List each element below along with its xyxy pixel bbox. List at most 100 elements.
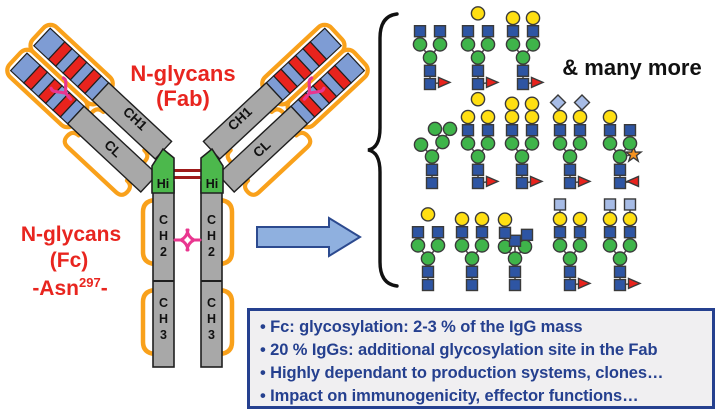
glycan-structure-6: [504, 96, 544, 190]
svg-text:N-glycans: N-glycans: [21, 223, 121, 246]
right-arrow-icon: [256, 216, 362, 258]
monosaccharide-icon: [471, 163, 485, 177]
monosaccharide-icon: [623, 123, 637, 137]
monosaccharide-icon: [471, 77, 485, 91]
monosaccharide-icon: [422, 50, 438, 65]
fucose-triangle-icon: [577, 277, 592, 290]
monosaccharide-icon: [455, 225, 469, 239]
monosaccharide-icon: [553, 225, 567, 239]
monosaccharide-icon: [480, 37, 496, 52]
ch3-label: C: [207, 296, 216, 310]
monosaccharide-icon: [526, 25, 540, 38]
monosaccharide-icon: [425, 176, 439, 190]
monosaccharide-icon: [613, 163, 627, 177]
monosaccharide-icon: [623, 225, 637, 239]
monosaccharide-icon: [524, 136, 540, 151]
info-line: • Fc: glycosylation: 2-3 % of the IgG ma…: [260, 318, 583, 336]
monosaccharide-icon: [525, 10, 541, 26]
monosaccharide-icon: [423, 77, 437, 91]
monosaccharide-icon: [454, 238, 470, 253]
monosaccharide-icon: [514, 149, 530, 164]
monosaccharide-icon: [504, 136, 520, 151]
monosaccharide-icon: [481, 25, 495, 38]
ch3-label: H: [159, 312, 168, 326]
monosaccharide-icon: [602, 211, 618, 227]
monosaccharide-icon: [461, 123, 475, 137]
monosaccharide-icon: [553, 123, 567, 137]
ch2-label: 2: [160, 245, 167, 259]
monosaccharide-icon: [507, 251, 523, 266]
monosaccharide-icon: [573, 93, 591, 111]
monosaccharide-icon: [420, 251, 436, 266]
monosaccharide-icon: [460, 37, 476, 52]
monosaccharide-icon: [431, 225, 445, 239]
glycan-structure-5: [460, 91, 500, 190]
monosaccharide-icon: [480, 109, 496, 125]
monosaccharide-icon: [573, 225, 587, 239]
ch2-label: 2: [208, 245, 215, 259]
monosaccharide-icon: [562, 149, 578, 164]
monosaccharide-icon: [549, 93, 567, 111]
monosaccharide-icon: [572, 136, 588, 151]
monosaccharide-icon: [430, 238, 446, 253]
monosaccharide-icon: [623, 198, 637, 211]
fucose-triangle-icon: [437, 76, 452, 89]
glycan-structure-1: [412, 25, 452, 91]
monosaccharide-icon: [515, 163, 529, 177]
n-glycans-fc-label: N-glycans (Fc) -Asn297-: [21, 223, 121, 300]
hinge-label-left: Hi: [157, 177, 170, 191]
monosaccharide-icon: [508, 278, 522, 292]
monosaccharide-icon: [613, 278, 627, 292]
monosaccharide-icon: [573, 123, 587, 137]
svg-text:(Fab): (Fab): [156, 86, 210, 111]
monosaccharide-icon: [525, 123, 539, 137]
glycan-structure-8: [602, 109, 644, 190]
fc-glycan-icon-right: [185, 228, 202, 252]
monosaccharide-icon: [622, 136, 638, 151]
monosaccharide-icon: [410, 238, 426, 253]
monosaccharide-icon: [421, 278, 435, 292]
monosaccharide-icon: [623, 144, 644, 163]
glycan-structure-13: [602, 198, 642, 292]
monosaccharide-icon: [622, 211, 638, 227]
monosaccharide-icon: [465, 278, 479, 292]
monosaccharide-icon: [505, 37, 521, 52]
ch2-label: H: [207, 229, 216, 243]
monosaccharide-icon: [602, 238, 618, 253]
monosaccharide-icon: [470, 149, 486, 164]
monosaccharide-icon: [612, 149, 628, 164]
fucose-triangle-icon: [485, 175, 500, 188]
monosaccharide-icon: [525, 37, 541, 52]
asn297-label: -Asn297-: [32, 275, 107, 300]
info-line: • Impact on immunogenicity, effector fun…: [260, 387, 639, 405]
ch3-label: H: [207, 312, 216, 326]
svg-text:N-glycans: N-glycans: [130, 61, 235, 86]
ch2-bracket-left-icon: [140, 197, 158, 267]
ch3-bracket-right-icon: [217, 287, 235, 357]
hinge-left: [151, 147, 175, 194]
monosaccharide-icon: [612, 251, 628, 266]
monosaccharide-icon: [508, 265, 522, 278]
monosaccharide-icon: [524, 96, 540, 112]
fucose-triangle-icon: [577, 175, 592, 188]
fc-glycan-icon-left: [173, 228, 190, 252]
monosaccharide-icon: [524, 109, 540, 125]
monosaccharide-icon: [411, 225, 425, 239]
info-line: • Highly dependant to production systems…: [260, 364, 664, 382]
monosaccharide-icon: [465, 265, 479, 278]
monosaccharide-icon: [622, 238, 638, 253]
monosaccharide-icon: [421, 265, 435, 278]
glycan-structure-7: [549, 93, 592, 190]
monosaccharide-icon: [427, 121, 443, 137]
monosaccharide-icon: [603, 123, 617, 137]
info-line: • 20 % IgGs: additional glycosylation si…: [260, 341, 658, 359]
many-more-label: & many more: [562, 55, 701, 80]
monosaccharide-icon: [515, 50, 531, 65]
glycan-structure-12: [552, 198, 592, 292]
antibody-diagram: CH1 CL CH1 CL Hi Hi C H 2 C H 2 C H 3 C …: [0, 21, 380, 368]
monosaccharide-icon: [425, 163, 439, 177]
monosaccharide-icon: [423, 64, 437, 78]
monosaccharide-icon: [433, 25, 447, 38]
fab-glycan-icon-left: [49, 76, 73, 101]
